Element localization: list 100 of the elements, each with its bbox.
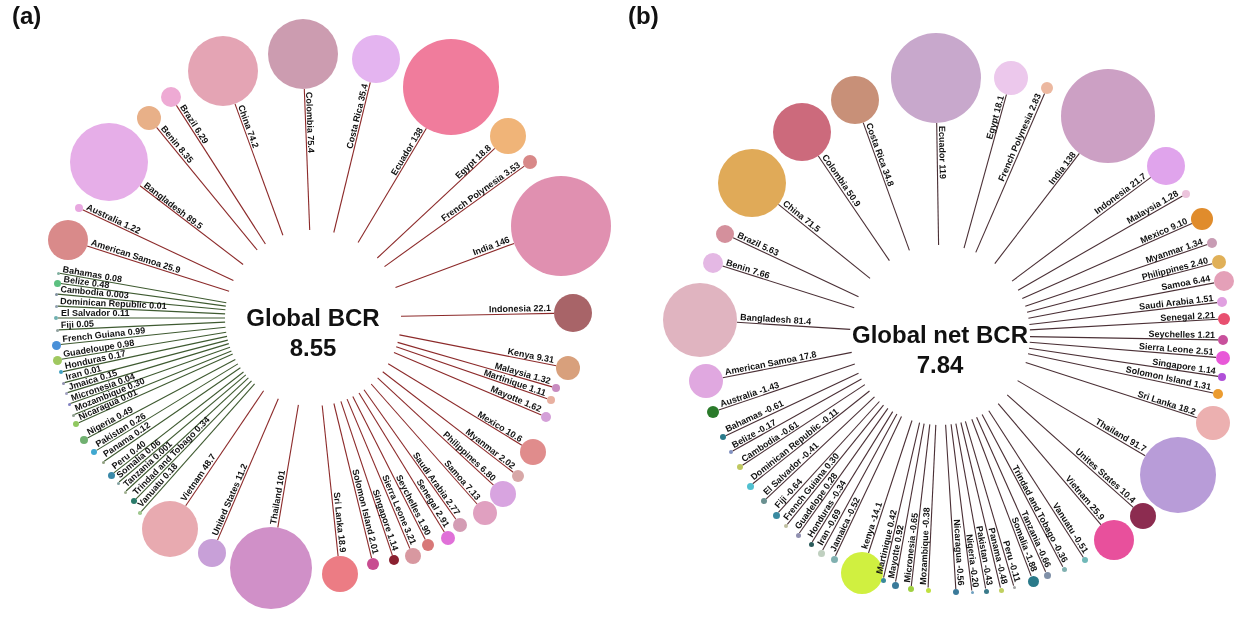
spoke-line (1029, 341, 1217, 358)
bubble (422, 539, 434, 551)
spoke-line (86, 245, 230, 292)
spoke-line (394, 242, 515, 288)
spoke-line (1027, 282, 1215, 319)
bubble (54, 292, 58, 296)
center-title: Global BCR (246, 303, 380, 333)
edge-label: China 74.2 (236, 103, 261, 149)
bubble (729, 450, 733, 454)
spoke-line (960, 421, 1001, 589)
spoke-line (56, 305, 226, 315)
bubble (784, 524, 788, 528)
edge-label: Brazil 5.63 (735, 230, 781, 259)
spoke-line (216, 398, 279, 541)
spoke-line (765, 396, 876, 500)
bubble (1213, 389, 1223, 399)
spoke-line (834, 415, 903, 557)
spoke-line (955, 423, 987, 590)
spoke-line (741, 384, 866, 466)
bubble (161, 87, 181, 107)
edge-label: India 146 (471, 235, 512, 258)
spoke-line (910, 423, 931, 587)
bubble (761, 498, 767, 504)
bubble (101, 460, 105, 464)
spoke-line (895, 423, 925, 583)
bubble (490, 118, 526, 154)
spoke-line (57, 317, 226, 319)
spoke-line (994, 152, 1080, 265)
spoke-line (997, 403, 1102, 526)
bubble (116, 481, 120, 485)
bubble (56, 271, 60, 275)
bubble (953, 589, 959, 595)
bubble (137, 106, 161, 130)
spoke-line (725, 372, 860, 437)
spoke-line (988, 410, 1084, 559)
bubble (48, 220, 88, 260)
spoke-line (73, 350, 232, 415)
spoke-line (777, 400, 880, 513)
spoke-line (59, 282, 227, 307)
spoke-line (86, 358, 236, 439)
spoke-line (393, 351, 542, 416)
bubble (512, 470, 524, 482)
spoke-line (1011, 176, 1152, 282)
bubble (53, 279, 61, 287)
bubble (75, 204, 83, 212)
spoke-line (963, 93, 1008, 249)
bubble (998, 587, 1004, 593)
spoke-line (975, 92, 1046, 253)
spoke-line (125, 377, 249, 492)
edge-label: Seychelles 1.21 (1148, 328, 1216, 340)
edge-label: Colombia 75.4 (304, 91, 317, 153)
spoke-line (59, 326, 227, 346)
panel-label: (a) (12, 2, 42, 30)
edge-label: Bangladesh 81.4 (739, 312, 812, 327)
spoke-line (113, 371, 245, 474)
spoke-line (811, 411, 894, 543)
bubble (55, 328, 59, 332)
spoke-line (883, 422, 921, 579)
bubble (1027, 575, 1039, 587)
spoke-line (732, 378, 863, 452)
spoke-line (303, 88, 311, 231)
spoke-line (981, 413, 1064, 568)
spoke-line (976, 416, 1047, 573)
spoke-line (867, 419, 913, 554)
bubble (67, 402, 71, 406)
spoke-line (1024, 244, 1208, 307)
spoke-line (1027, 353, 1214, 394)
spoke-line (346, 398, 411, 550)
center-title: Global net BCR (852, 320, 1028, 350)
edge-label: Costa Rica 34.8 (864, 121, 897, 188)
spoke-line (732, 237, 860, 298)
edge-label: Nicaragua -0.56 (951, 518, 966, 586)
spoke-line (398, 334, 557, 367)
spoke-line (387, 363, 523, 446)
edge-label: Sierra Leone 2.51 (1138, 341, 1214, 358)
bubble (198, 539, 226, 567)
bubble (720, 434, 726, 440)
spoke-line (964, 420, 1015, 587)
edge-label: Kenya 9.31 (507, 346, 556, 366)
bubble (352, 35, 400, 83)
spoke-line (156, 126, 258, 251)
spoke-line (1017, 195, 1184, 291)
spoke-line (78, 353, 234, 424)
bubble (831, 76, 879, 124)
bubble (405, 548, 421, 564)
spoke-line (382, 371, 514, 473)
spoke-line (56, 293, 226, 311)
bubble (556, 356, 580, 380)
bubble (737, 464, 743, 470)
bubble (830, 555, 838, 563)
bubble (808, 541, 814, 547)
spoke-line (945, 424, 957, 590)
bubble (703, 253, 723, 273)
bubble (716, 225, 734, 243)
spoke-line (185, 390, 265, 507)
bubble (91, 449, 97, 455)
spoke-line (1029, 318, 1219, 331)
bubble (322, 556, 358, 592)
spoke-line (363, 389, 457, 520)
edge-label: Indonesia 22.1 (488, 303, 551, 315)
